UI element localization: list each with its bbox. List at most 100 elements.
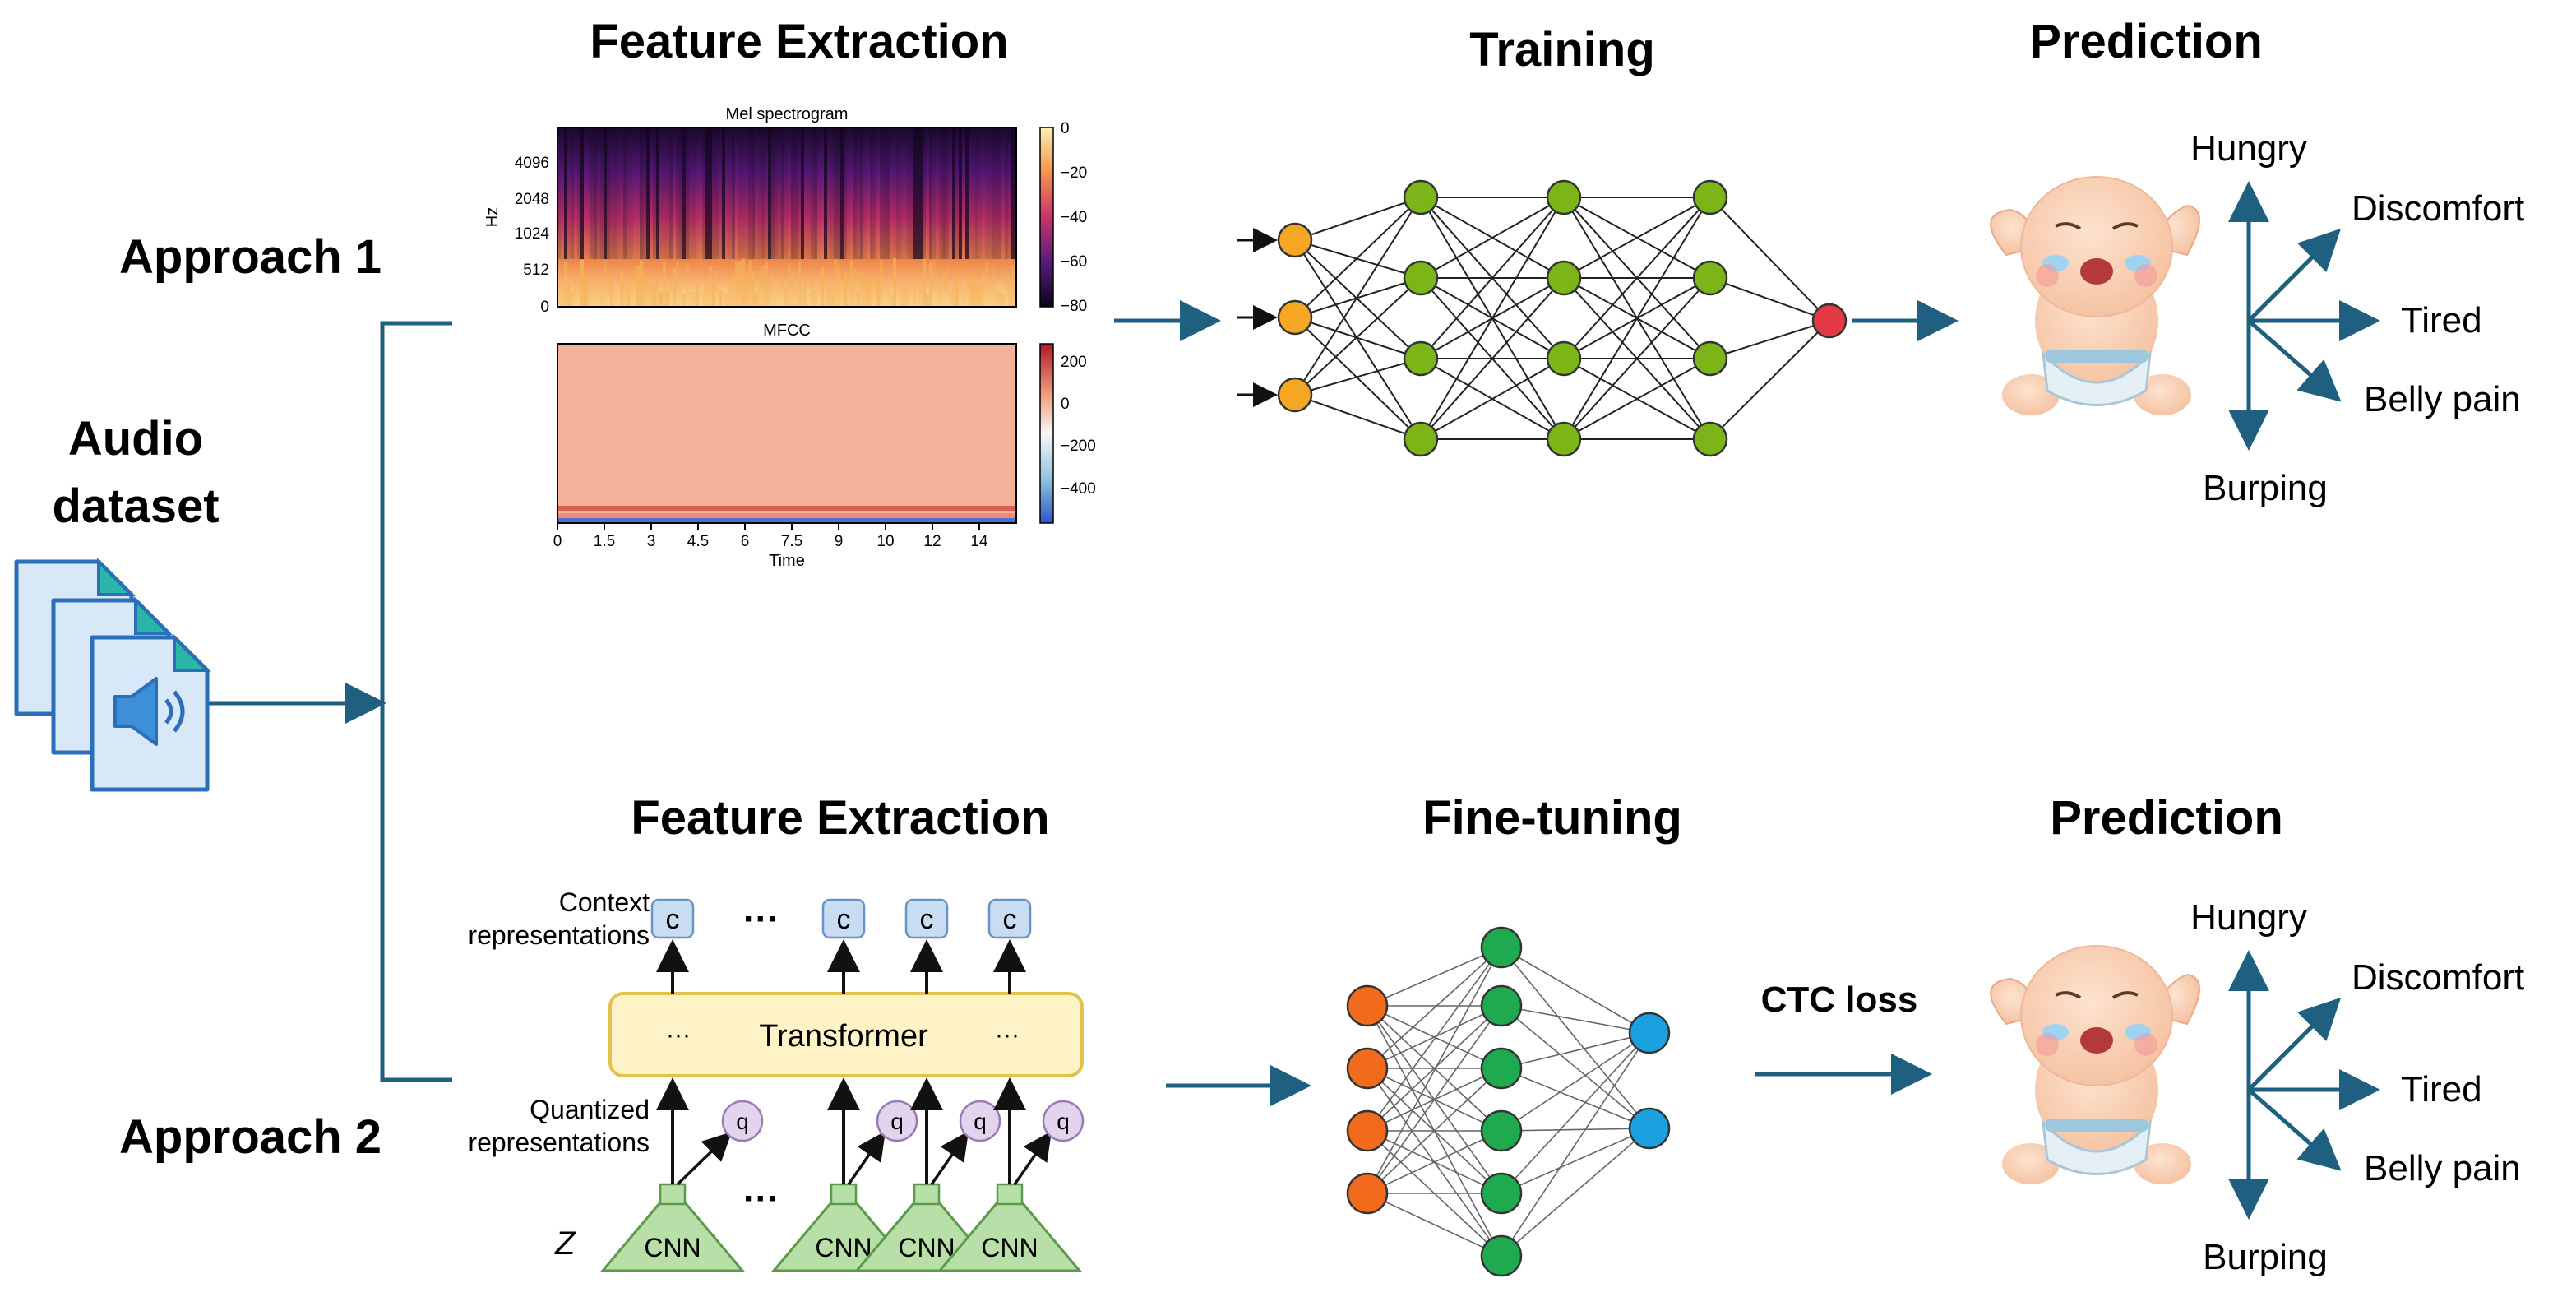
nn-node bbox=[1277, 377, 1313, 413]
crying-baby-icon bbox=[1990, 945, 2200, 1184]
branch-bracket bbox=[380, 321, 452, 1082]
nn-node bbox=[1546, 179, 1582, 215]
mfcc-xtick: 7.5 bbox=[781, 533, 802, 550]
class-label: Burping bbox=[2203, 468, 2328, 508]
nn-node bbox=[1628, 1107, 1671, 1150]
nn-node bbox=[1480, 1109, 1523, 1152]
class-label: Belly pain bbox=[2364, 1148, 2521, 1188]
context-node bbox=[821, 898, 866, 939]
mel-ytick: 4096 bbox=[515, 155, 549, 172]
context-node bbox=[904, 898, 949, 939]
nn-node bbox=[1480, 1047, 1523, 1090]
feature-extraction-title-2: Feature Extraction bbox=[631, 791, 1049, 845]
quantized-label: Quantized bbox=[530, 1095, 650, 1124]
nn-node bbox=[1692, 260, 1728, 296]
wav2vec-diagram: Context representations Quantized repres… bbox=[468, 887, 1085, 1272]
context-node bbox=[987, 898, 1032, 939]
training-title: Training bbox=[1469, 23, 1655, 76]
q-label: q bbox=[1057, 1109, 1070, 1134]
class-label: Burping bbox=[2203, 1237, 2328, 1277]
mfcc-cbar-tick: −400 bbox=[1061, 480, 1096, 498]
class-label: Tired bbox=[2401, 300, 2482, 340]
mel-ytick: 2048 bbox=[515, 191, 549, 208]
mel-ytick: 512 bbox=[523, 262, 549, 279]
class-label: Tired bbox=[2401, 1069, 2482, 1109]
context-node bbox=[650, 898, 695, 939]
nn-node bbox=[1546, 340, 1582, 377]
class-label: Hungry bbox=[2190, 897, 2307, 938]
nn-node bbox=[1403, 260, 1439, 296]
mel-title: Mel spectrogram bbox=[726, 105, 849, 123]
ellipsis: ··· bbox=[995, 1021, 1020, 1049]
class-label: Discomfort bbox=[2352, 957, 2524, 998]
audio-files-icon bbox=[14, 558, 211, 792]
class-label: Belly pain bbox=[2364, 379, 2521, 419]
z-label: Z bbox=[554, 1225, 576, 1262]
approach-2-label: Approach 2 bbox=[119, 1110, 382, 1164]
nn-node bbox=[1628, 1012, 1671, 1054]
speaker-icon bbox=[113, 677, 185, 746]
mfcc-cbar-tick: 200 bbox=[1061, 354, 1087, 371]
q-label: q bbox=[974, 1109, 987, 1134]
nn-node bbox=[1692, 421, 1728, 457]
approach-1-label: Approach 1 bbox=[119, 230, 382, 284]
nn-node bbox=[1277, 222, 1313, 258]
mel-ytick: 0 bbox=[540, 299, 549, 316]
mfcc-cbar-tick: 0 bbox=[1061, 396, 1070, 413]
transformer-block bbox=[608, 992, 1084, 1077]
nn-node bbox=[1403, 179, 1439, 215]
nn-node bbox=[1346, 1172, 1389, 1215]
mfcc-cbar-tick: −200 bbox=[1061, 438, 1096, 455]
quantizer-node bbox=[1042, 1100, 1085, 1142]
mfcc-xtick: 9 bbox=[835, 533, 844, 550]
mfcc-xtick: 0 bbox=[553, 533, 562, 550]
mfcc-xtick: 14 bbox=[970, 533, 988, 550]
nn-node bbox=[1811, 303, 1848, 339]
mel-cbar-tick: −80 bbox=[1061, 298, 1087, 315]
context-label: Context bbox=[559, 887, 650, 917]
mel-cbar-tick: 0 bbox=[1061, 120, 1070, 137]
cnn-label: CNN bbox=[644, 1233, 701, 1262]
quantizer-node bbox=[721, 1100, 764, 1142]
mfcc-xtick: 3 bbox=[647, 533, 656, 550]
nn-node bbox=[1480, 1234, 1523, 1277]
cnn-label: CNN bbox=[898, 1233, 955, 1262]
nn-node bbox=[1546, 260, 1582, 296]
c-label: c bbox=[920, 904, 934, 935]
prediction-title-1: Prediction bbox=[2029, 15, 2263, 68]
nn-node bbox=[1692, 340, 1728, 377]
quantizer-node bbox=[876, 1100, 918, 1142]
nn-node bbox=[1480, 984, 1523, 1027]
nn-node bbox=[1692, 179, 1728, 215]
nn-node bbox=[1346, 1109, 1389, 1152]
q-label: q bbox=[890, 1109, 904, 1134]
quantizer-node bbox=[959, 1100, 1001, 1142]
class-label: Hungry bbox=[2190, 128, 2307, 169]
nn-node bbox=[1403, 421, 1439, 457]
nn-node bbox=[1346, 984, 1389, 1027]
class-label: Discomfort bbox=[2352, 188, 2524, 229]
mfcc-xtick: 4.5 bbox=[687, 533, 709, 550]
prediction-title-2: Prediction bbox=[2050, 791, 2283, 845]
mel-ytick: 1024 bbox=[515, 225, 550, 243]
quantized-label: representations bbox=[468, 1128, 650, 1157]
mel-cbar-tick: −60 bbox=[1061, 253, 1087, 271]
training-network bbox=[1237, 179, 1848, 457]
dataset-title: Audio bbox=[68, 412, 203, 466]
mel-cbar-tick: −20 bbox=[1061, 164, 1087, 182]
c-label: c bbox=[1003, 904, 1017, 935]
transformer-label: Transformer bbox=[759, 1019, 928, 1054]
mfcc-title: MFCC bbox=[763, 322, 811, 340]
c-label: c bbox=[666, 904, 680, 935]
mel-ylabel: Hz bbox=[483, 207, 502, 227]
nn-node bbox=[1546, 421, 1582, 457]
dataset-title: dataset bbox=[52, 479, 219, 533]
nn-node bbox=[1403, 340, 1439, 377]
ellipsis: ··· bbox=[743, 1179, 779, 1219]
mfcc-xtick: 6 bbox=[741, 533, 750, 550]
context-label: representations bbox=[468, 920, 650, 950]
mfcc-xtick: 10 bbox=[876, 533, 894, 550]
nn-node bbox=[1277, 299, 1313, 336]
